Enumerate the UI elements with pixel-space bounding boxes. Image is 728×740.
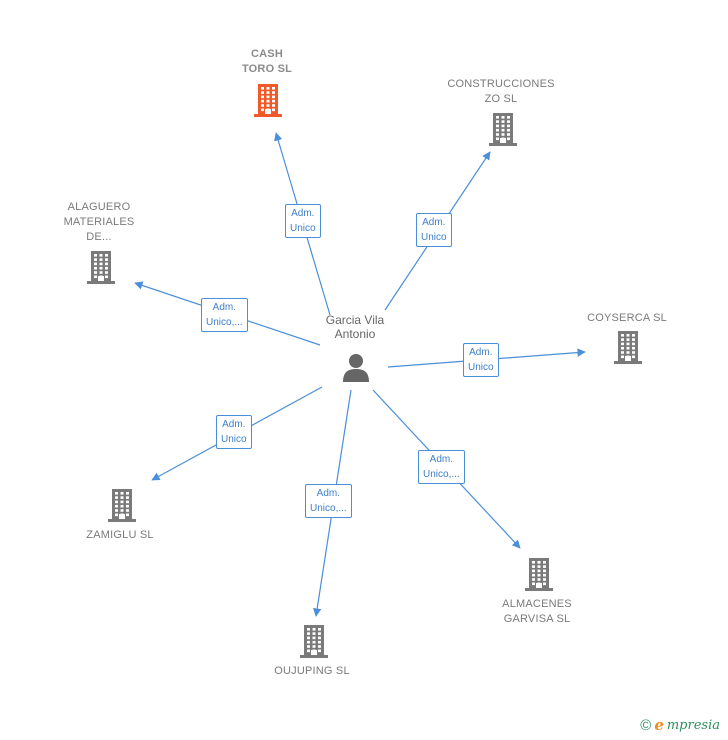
- building-icon[interactable]: [524, 557, 554, 596]
- person-icon[interactable]: [341, 352, 371, 382]
- role-badge-construcciones-zo[interactable]: Adm. Unico: [416, 213, 452, 247]
- company-label-almacenes-garvisa[interactable]: ALMACENES GARVISA SL: [502, 598, 572, 625]
- company-label-alaguero[interactable]: ALAGUERO MATERIALES DE...: [63, 201, 135, 243]
- company-label-construcciones-zo[interactable]: CONSTRUCCIONES ZO SL: [447, 78, 555, 105]
- person-name[interactable]: Garcia Vila Antonio: [325, 313, 385, 341]
- building-icon[interactable]: [253, 83, 283, 122]
- role-badge-cash-toro[interactable]: Adm. Unico: [285, 204, 321, 238]
- role-badge-zamiglu[interactable]: Adm. Unico: [216, 415, 252, 449]
- company-label-coyserca[interactable]: COYSERCA SL: [587, 312, 667, 324]
- building-icon[interactable]: [613, 330, 643, 369]
- building-icon[interactable]: [488, 112, 518, 151]
- role-badge-alaguero[interactable]: Adm. Unico,...: [201, 298, 248, 332]
- building-icon[interactable]: [299, 624, 329, 663]
- role-badge-oujuping[interactable]: Adm. Unico,...: [305, 484, 352, 518]
- brand-name: mpresia: [666, 717, 720, 733]
- copyright-icon: ©: [640, 716, 652, 734]
- role-badge-almacenes-garvisa[interactable]: Adm. Unico,...: [418, 450, 465, 484]
- role-badge-coyserca[interactable]: Adm. Unico: [463, 343, 499, 377]
- building-icon[interactable]: [107, 488, 137, 527]
- company-label-oujuping[interactable]: OUJUPING SL: [274, 665, 350, 677]
- company-label-cash-toro[interactable]: CASH TORO SL: [241, 48, 293, 75]
- brand-initial: e: [654, 716, 664, 734]
- company-label-zamiglu[interactable]: ZAMIGLU SL: [86, 529, 154, 541]
- building-icon[interactable]: [86, 250, 116, 289]
